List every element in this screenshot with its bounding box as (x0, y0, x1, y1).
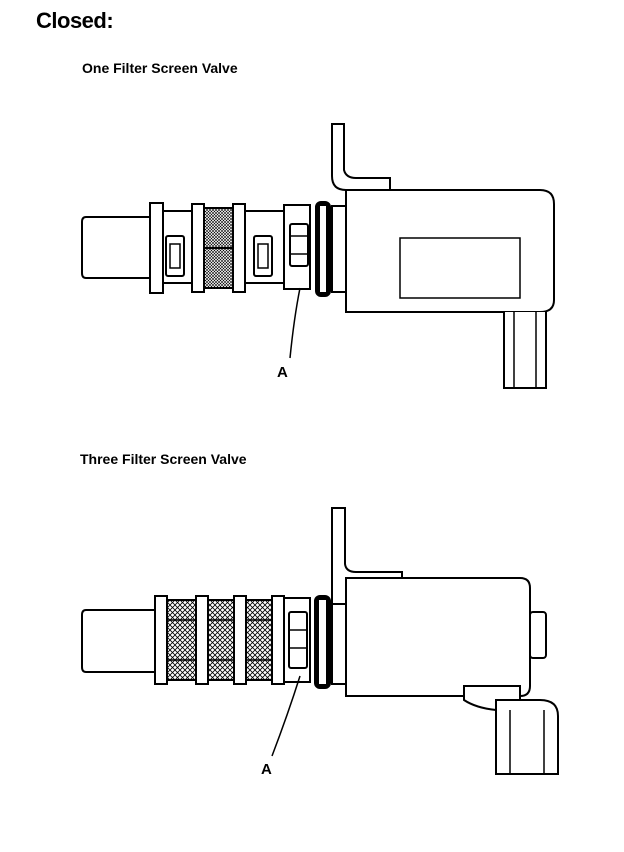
valve-2-flange-1 (154, 595, 168, 685)
valve-2-filter-screen-2 (207, 599, 235, 681)
valve-2-drawing (81, 507, 559, 775)
valve-2-filter-screen-1 (166, 599, 197, 681)
valve-2-connector (495, 699, 559, 775)
valve-1-drawing (81, 123, 555, 389)
valve-2-solenoid-housing (345, 577, 531, 697)
valve-1-bracket (331, 123, 391, 191)
page-heading: Closed: (36, 8, 114, 33)
valve-2-nose (81, 609, 156, 673)
valve-2-flange-4 (271, 595, 285, 685)
valve-1-connector (503, 312, 547, 389)
valve-2-callout-a: A (261, 761, 272, 778)
valve-1-flange-right (232, 203, 246, 293)
valve-1-nose (81, 216, 151, 279)
valve-2-flange-3 (233, 595, 247, 685)
valve-1-callout-a: A (277, 364, 288, 381)
valve-2-filter-screen-3 (245, 599, 273, 681)
valve-1-flange-left (149, 202, 164, 294)
valve-1-flange-mid (191, 203, 205, 293)
valve-1-label-plate (399, 237, 521, 299)
valve-1-title: One Filter Screen Valve (82, 60, 238, 76)
valve-2-flange-2 (195, 595, 209, 685)
valve-2-end-cap (529, 611, 547, 659)
valve-2-title: Three Filter Screen Valve (80, 451, 247, 467)
